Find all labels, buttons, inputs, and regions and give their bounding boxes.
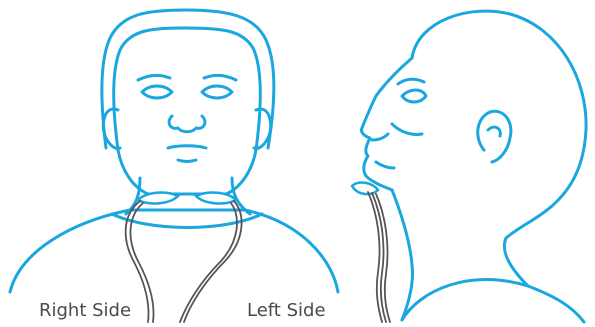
nose — [169, 116, 205, 132]
eye-right — [142, 86, 172, 98]
jaw-neck — [392, 190, 413, 320]
mouth — [168, 146, 206, 148]
head-front-view-icon — [10, 10, 338, 292]
face-outline — [114, 28, 261, 194]
side-ear — [478, 111, 511, 162]
wire-left-1 — [184, 201, 242, 322]
side-hair-outline — [412, 11, 586, 286]
side-sensor — [352, 183, 390, 322]
eye-left — [202, 86, 232, 98]
shoulders-outline — [10, 210, 338, 292]
side-mouth — [372, 134, 388, 140]
side-cheek — [392, 124, 422, 135]
side-eye — [402, 90, 426, 102]
front-sensors — [126, 193, 242, 322]
head-side-view-icon — [361, 11, 586, 322]
brow-left — [204, 75, 236, 80]
side-shoulder — [402, 280, 584, 323]
sensor-left-pad — [196, 193, 236, 204]
side-ear-inner — [488, 127, 500, 136]
side-sensor-pad — [352, 183, 378, 195]
side-brow — [398, 79, 424, 84]
side-chin — [376, 162, 394, 168]
side-wire-1 — [368, 192, 382, 322]
hair-outline — [102, 10, 274, 148]
chin-line — [178, 160, 196, 162]
collar-line — [112, 214, 262, 228]
sensor-right-pad — [138, 193, 178, 204]
left-side-label: Left Side — [247, 300, 326, 322]
brow-right — [138, 75, 170, 80]
face-profile — [361, 58, 412, 190]
wire-left-2 — [180, 203, 237, 322]
right-side-label: Right Side — [39, 300, 131, 322]
